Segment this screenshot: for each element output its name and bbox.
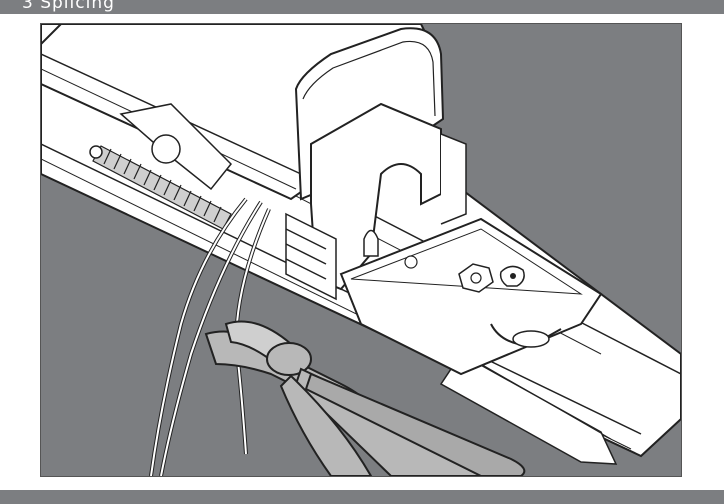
pliers <box>204 320 526 476</box>
footer-bar <box>0 490 724 504</box>
pin-post <box>363 229 379 257</box>
section-header-bar: 3 Splicing <box>0 0 724 14</box>
ribbed-comb <box>285 212 337 301</box>
wire-cutting-illustration-icon <box>41 24 681 476</box>
illustration-frame <box>40 23 682 477</box>
section-header-text: 3 Splicing <box>22 0 115 13</box>
